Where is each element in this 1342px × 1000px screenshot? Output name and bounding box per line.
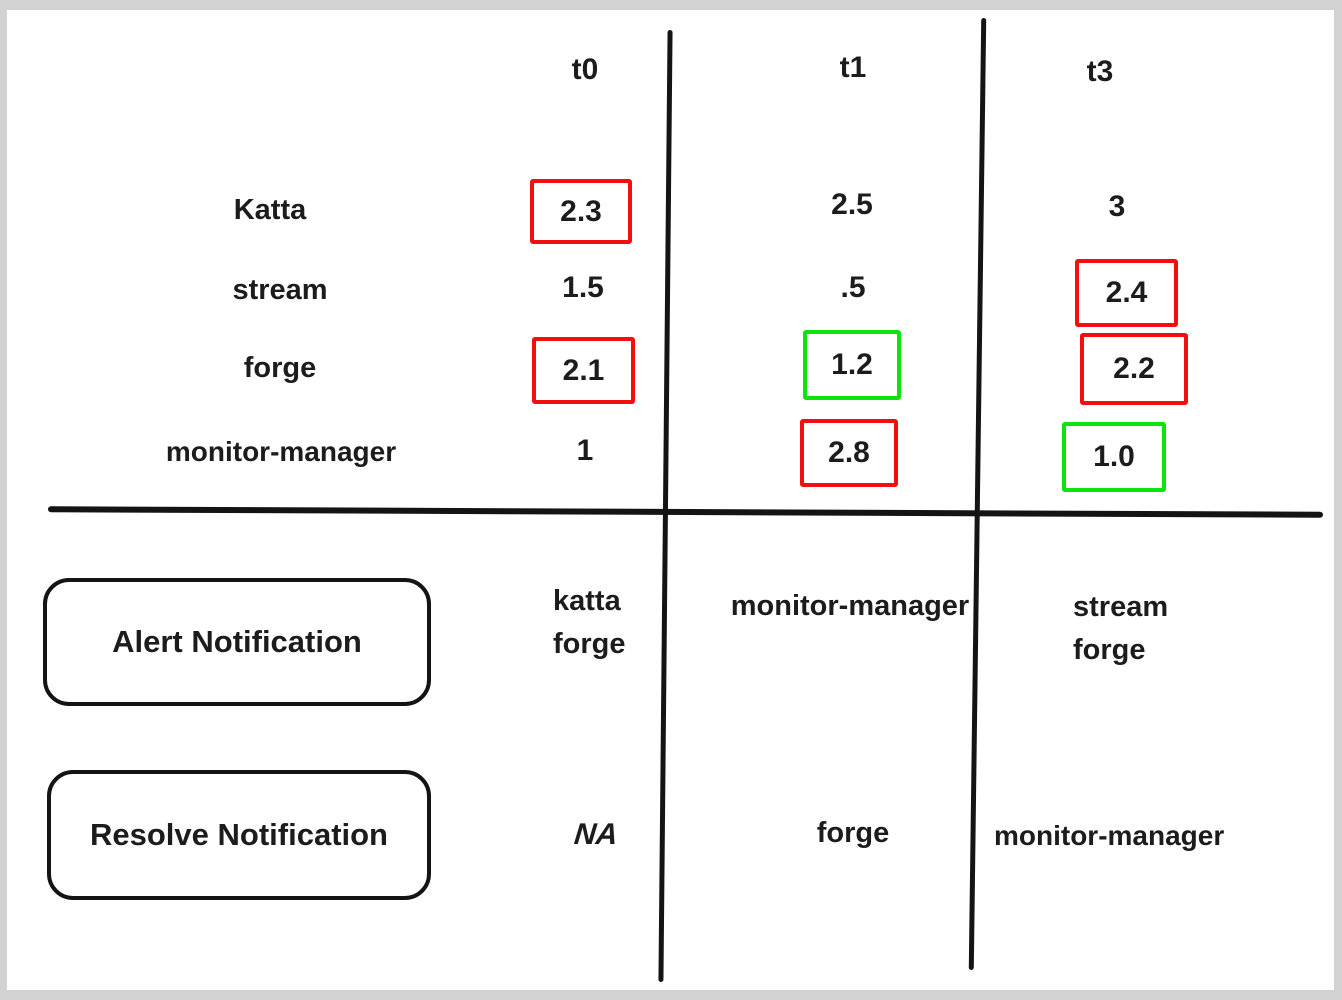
cell-stream-t0: 1.5 bbox=[562, 271, 604, 304]
cell-monitor-manager-t0: 1 bbox=[576, 434, 594, 467]
alert-notification-label: Alert Notification bbox=[112, 624, 362, 659]
cell-value: 2.1 bbox=[562, 353, 605, 387]
alert-cell-t3: stream forge bbox=[1073, 586, 1243, 678]
alert-cell-t3-line2: forge bbox=[1073, 634, 1146, 666]
row-label-monitor-manager: monitor-manager bbox=[165, 436, 397, 467]
resolve-notification-label: Resolve Notification bbox=[90, 817, 388, 852]
cell-box-katta-t0: 2.3 bbox=[530, 179, 632, 244]
cell-box-monitor-manager-t3: 1.0 bbox=[1062, 422, 1166, 492]
cell-value: 2.8 bbox=[828, 436, 870, 469]
cell-stream-t1: .5 bbox=[840, 271, 866, 304]
cell-box-forge-t3: 2.2 bbox=[1080, 333, 1188, 405]
cell-value: 2.4 bbox=[1105, 276, 1148, 309]
resolve-cell-t0: NA bbox=[572, 818, 620, 851]
cell-value: 2.2 bbox=[1113, 352, 1155, 385]
row-label-katta: Katta bbox=[233, 193, 307, 226]
cell-value: 1.2 bbox=[831, 348, 873, 381]
alert-cell-t0-line2: forge bbox=[553, 628, 626, 660]
cell-katta-t1: 2.5 bbox=[831, 188, 873, 221]
cell-box-stream-t3: 2.4 bbox=[1075, 259, 1178, 327]
resolve-cell-t3: monitor-manager bbox=[994, 820, 1225, 851]
alert-cell-t1: monitor-manager bbox=[730, 589, 970, 622]
alert-cell-t0: katta forge bbox=[553, 580, 703, 672]
cell-value: 2.3 bbox=[560, 194, 602, 228]
resolve-cell-t1: forge bbox=[816, 816, 890, 849]
alert-notification-label-box: Alert Notification bbox=[43, 578, 431, 706]
column-header-t0: t0 bbox=[571, 53, 599, 86]
cell-box-forge-t1: 1.2 bbox=[803, 330, 901, 400]
column-header-t3: t3 bbox=[1086, 55, 1114, 88]
column-header-t1: t1 bbox=[839, 51, 867, 84]
cell-box-monitor-manager-t1: 2.8 bbox=[800, 419, 898, 487]
row-label-stream: stream bbox=[232, 273, 328, 306]
cell-katta-t3: 3 bbox=[1108, 190, 1126, 223]
cell-box-forge-t0: 2.1 bbox=[532, 337, 635, 404]
resolve-notification-label-box: Resolve Notification bbox=[47, 770, 431, 900]
cell-value: 1.0 bbox=[1093, 440, 1135, 473]
alert-cell-t0-line1: katta bbox=[553, 585, 621, 617]
row-label-forge: forge bbox=[243, 351, 317, 384]
alert-cell-t3-line1: stream bbox=[1073, 591, 1169, 623]
